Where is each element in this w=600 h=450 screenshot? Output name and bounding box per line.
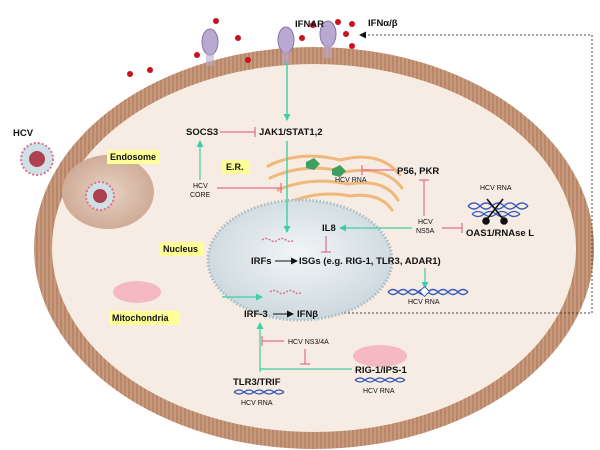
nucleus	[206, 198, 394, 322]
hcv-core-label-1: HCV	[193, 183, 208, 190]
inhibit-core-jak	[217, 183, 282, 193]
ifnb-feedback-loop	[316, 31, 593, 314]
oas1-label: OAS1/RNAse L	[466, 228, 534, 239]
mitochondria-label-box	[109, 311, 180, 325]
nucleus-label-box	[160, 242, 204, 256]
irf3-label: IRF-3	[244, 309, 268, 320]
hcv-rna-strand-oas	[467, 202, 529, 218]
hcv-core-label-2: CORE	[190, 192, 211, 199]
inhibit-ns5a-oas	[442, 223, 463, 233]
hcv-replication-complex	[306, 158, 346, 177]
socs3-label: SOCS3	[186, 127, 218, 138]
er-label: E.R.	[226, 162, 244, 172]
ifnar-receptor-mid	[277, 26, 295, 64]
mitochondria-rig1	[353, 345, 407, 367]
hcv-rna-oas-label: HCV RNA	[480, 185, 512, 192]
mitochondria-label: Mitochondria	[112, 313, 169, 323]
ifn-label: IFNα/β	[368, 18, 398, 29]
hcv-rna-strand-tlr3	[233, 389, 285, 395]
hcv-ns5a-label-2: NS5A	[416, 228, 435, 235]
hcv-rna-rig1-label: HCV RNA	[363, 388, 395, 395]
ifnb-label: IFNβ	[297, 309, 318, 320]
hcv-rna-strand-rig1	[354, 377, 406, 383]
hcv-rna-tlr3-label: HCV RNA	[241, 400, 273, 407]
rna-editing-marker	[418, 285, 431, 298]
inhibit-ns34a-rig	[300, 349, 310, 365]
hcv-virion-external	[20, 142, 54, 176]
nuclear-rna-1	[261, 237, 295, 243]
p56-pkr-label: P56, PKR	[397, 166, 439, 177]
inhibit-p56-hcvrna	[361, 165, 394, 175]
hcv-ns34a-label: HCV NS3/4A	[288, 339, 329, 346]
inhibit-socs3-jak	[220, 127, 256, 137]
irfs-label: IRFs	[251, 256, 272, 267]
isgs-label: ISGs (e.g. RIG-1, TLR3, ADAR1)	[299, 256, 441, 267]
il8-label: IL8	[322, 223, 336, 234]
ifnar-label: IFNAR	[295, 19, 324, 30]
ifnar-receptor-right	[319, 20, 337, 58]
ifnar-receptor-left	[201, 28, 219, 66]
nucleus-label: Nucleus	[163, 244, 198, 254]
hcv-rna-nucleus-label: HCV RNA	[408, 299, 440, 306]
hcv-label: HCV	[13, 128, 34, 139]
jak-stat-label: JAK1/STAT1,2	[259, 127, 323, 138]
hcv-virion-endosome	[85, 181, 115, 211]
rig1-label: RIG-1/IPS-1	[355, 365, 407, 376]
mitochondria	[113, 281, 161, 303]
hcv-ns5a-label-1: HCV	[418, 219, 433, 226]
inhibit-ns34a-irf3	[261, 336, 284, 346]
endosome-label: Endosome	[110, 152, 156, 162]
ifn-molecules	[127, 18, 355, 77]
inhibit-ns5a-p56	[419, 179, 429, 216]
tlr3-label: TLR3/TRIF	[233, 377, 281, 388]
hcv-rna-er-label: HCV RNA	[335, 177, 367, 184]
inhibit-il8-isgs	[321, 236, 331, 253]
er-label-box	[222, 160, 250, 174]
nuclear-rna-2	[269, 289, 303, 295]
scissors-icon	[482, 198, 508, 225]
endosome-label-box	[107, 150, 159, 164]
